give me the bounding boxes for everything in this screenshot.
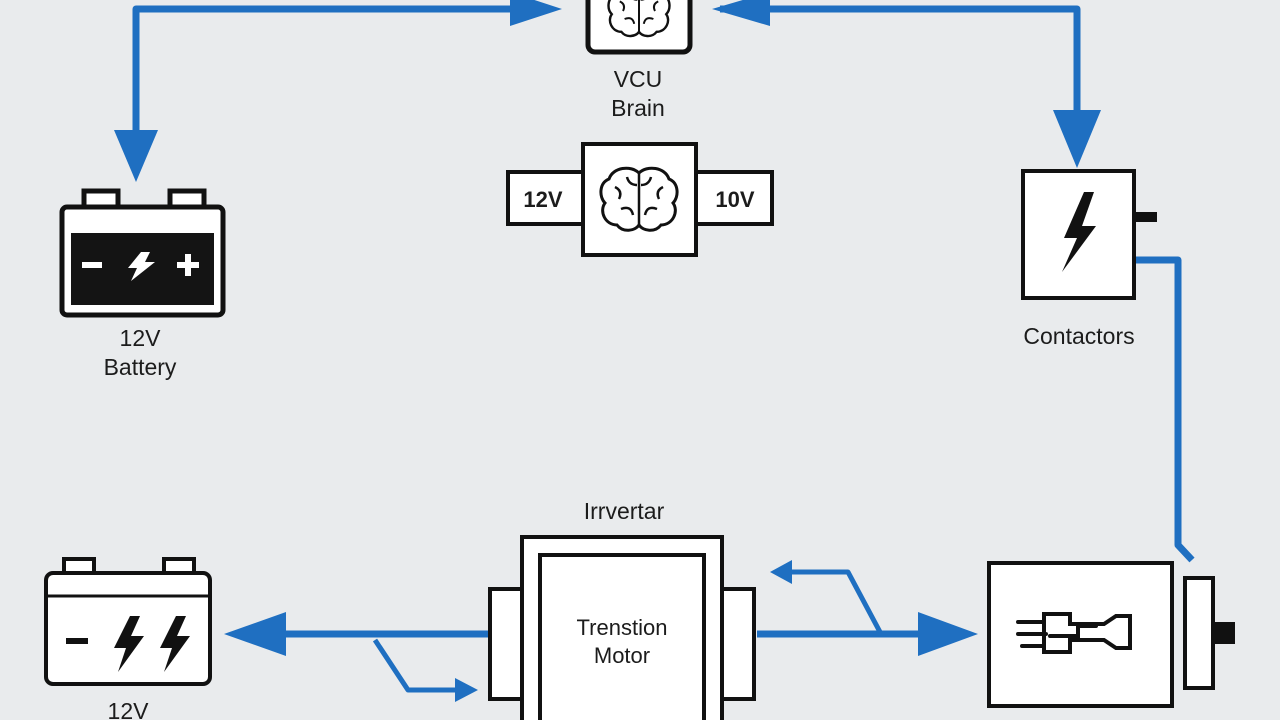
converter-unit [987,561,1235,708]
voltage-chip-right-box [692,170,774,226]
lightning-icon [1062,192,1096,272]
wire-branch-high [792,569,883,634]
battery-bottom: 12V [44,557,212,720]
arrow-branch-low [455,678,478,702]
vcu-label-line1: VCU [614,66,663,92]
converter-side-plate [1183,576,1215,690]
converter-terminal [1213,622,1235,644]
voltage-chip-right: 10V [715,187,754,212]
battery-top-label-line1: 12V [120,325,162,351]
wire-contactors-to-converter [1135,256,1195,563]
arrow-to-converter [918,612,978,656]
battery-top: 12V Battery [59,188,226,380]
contactors-unit: Contactors [1021,169,1157,349]
contactors-label: Contactors [1023,323,1134,349]
wire-branch-low [372,638,455,693]
battery-plus [177,254,199,276]
battery-bottom-label: 12V [108,698,150,720]
contactors-tab [1133,212,1157,222]
arrow-to-contactors [1053,110,1101,168]
arrow-to-vcu-right [712,0,770,26]
vcu-label-line2: Brain [611,95,665,121]
battery-minus [66,638,88,644]
motor-label-line2: Motor [594,643,650,668]
battery-terminal-right [162,557,196,575]
wire-vcu-to-contactors [720,5,1081,125]
arrow-branch-high [770,560,792,584]
battery-terminal-left [62,557,96,575]
arrow-to-vcu-left [510,0,562,26]
arrow-to-battery [114,130,158,182]
inverter-label: Irrvertar [584,498,665,524]
battery-top-label-line2: Battery [104,354,177,380]
converter-icon [1016,612,1132,654]
motor-right-cap [720,587,756,701]
lightning-icon [114,616,144,672]
voltage-chip-left: 12V [523,187,562,212]
motor-icon [538,553,706,720]
battery-minus [82,262,102,268]
wires [132,5,1195,693]
brain-module: 12V 10V [506,142,774,257]
wire-vcu-to-battery [132,5,520,145]
motor-left-cap [488,587,524,701]
inverter-motor-unit: Irrvertar Trenstion Motor [488,498,756,720]
vcu-unit: VCU Brain [585,0,693,121]
arrow-to-bottom-battery [224,612,286,656]
lightning-icon [128,252,155,281]
motor-label-line1: Trenstion [577,615,668,640]
arrowheads [114,0,1101,702]
lightning-icon [160,616,190,672]
